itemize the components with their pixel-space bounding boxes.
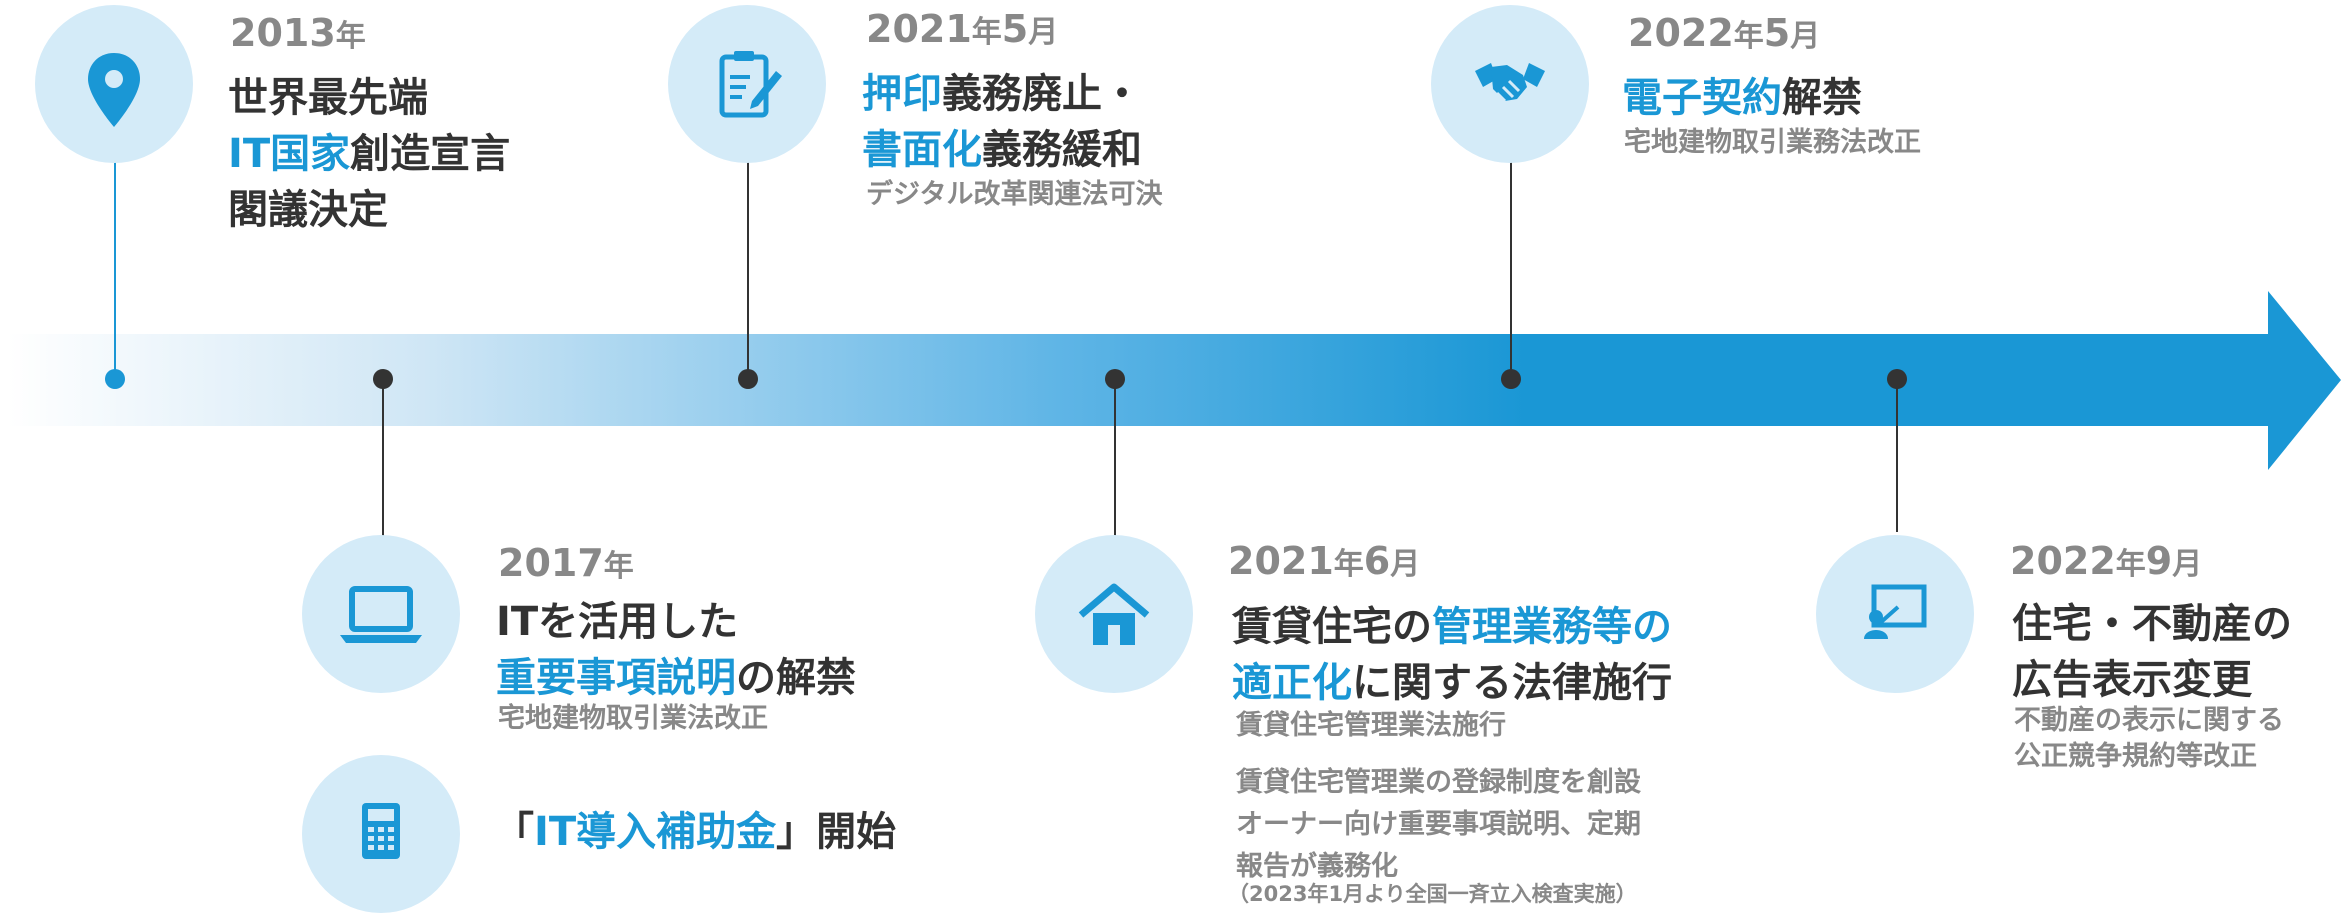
title-line: ITを活用した <box>496 594 856 650</box>
event-2021-5-date: 2021年5月 <box>866 7 1059 51</box>
title-text: 解禁 <box>1782 75 1862 121</box>
event-2022-9-sub-2: 公正競争規約等改正 <box>2014 741 2257 772</box>
house-icon <box>1035 535 1193 693</box>
title-text: 世界最先端 <box>228 75 428 121</box>
title-line: 重要事項説明の解禁 <box>496 650 856 706</box>
event-2021-5-sub: デジタル改革関連法可決 <box>866 179 1163 210</box>
title-line: 「IT導入補助金」開始 <box>494 804 896 860</box>
timeline-dot-2021-6 <box>1105 369 1125 389</box>
title-line: 書面化義務緩和 <box>862 122 1142 178</box>
event-2022-9-title: 住宅・不動産の広告表示変更 <box>2012 596 2292 708</box>
event-2022-5-sub: 宅地建物取引業務法改正 <box>1624 127 1921 158</box>
event-2021-5-title: 押印義務廃止・書面化義務緩和 <box>862 66 1142 178</box>
title-text: 閣議決定 <box>228 187 388 233</box>
event-2022-9-date: 2022年9月 <box>2010 539 2203 583</box>
highlight-text: 電子契約 <box>1622 75 1782 121</box>
event-2022-5-date: 2022年5月 <box>1628 11 1821 55</box>
event-2017-date: 2017年 <box>498 541 634 585</box>
title-text: 義務廃止・ <box>942 71 1142 117</box>
stem-2022-5 <box>1510 160 1512 378</box>
title-line: 世界最先端 <box>228 70 510 126</box>
stem-2013 <box>114 160 116 378</box>
event-2021-6-note-small: （2023年1月より全国一斉立入検査実施） <box>1228 882 1637 906</box>
timeline-dot-2013 <box>105 369 125 389</box>
highlight-text: 押印 <box>862 71 942 117</box>
event-it-subsidy-title: 「IT導入補助金」開始 <box>494 804 896 860</box>
event-2021-6-title: 賃貸住宅の管理業務等の適正化に関する法律施行 <box>1232 599 1672 711</box>
event-2021-6-note-3: 報告が義務化 <box>1236 851 1398 882</box>
clipboard-edit-icon <box>668 5 826 163</box>
title-text: に関する法律施行 <box>1352 660 1672 706</box>
title-text: 」開始 <box>776 809 897 855</box>
event-2021-6-sub: 賃貸住宅管理業法施行 <box>1236 710 1506 741</box>
stem-2021-5 <box>747 160 749 378</box>
title-line: 押印義務廃止・ <box>862 66 1142 122</box>
title-text: ITを活用した <box>496 599 739 645</box>
stem-2021-6 <box>1114 380 1116 536</box>
timeline-dot-2017 <box>373 369 393 389</box>
stem-2022-9 <box>1896 380 1898 532</box>
title-line: 電子契約解禁 <box>1622 70 1862 126</box>
highlight-text: 書面化 <box>862 127 982 173</box>
event-2013-title: 世界最先端 IT国家創造宣言閣議決定 <box>228 70 510 238</box>
event-2017-sub: 宅地建物取引業法改正 <box>498 703 768 734</box>
title-line: 適正化に関する法律施行 <box>1232 655 1672 711</box>
title-line: 住宅・不動産の <box>2012 596 2292 652</box>
event-2021-6-date: 2021年6月 <box>1228 539 1421 583</box>
calculator-icon <box>302 755 460 913</box>
title-text: の解禁 <box>736 655 856 701</box>
event-2022-9-sub-1: 不動産の表示に関する <box>2014 705 2284 736</box>
presentation-icon <box>1816 535 1974 693</box>
title-line: 広告表示変更 <box>2012 652 2292 708</box>
title-text: 義務緩和 <box>982 127 1142 173</box>
title-line: 賃貸住宅の管理業務等の <box>1232 599 1672 655</box>
highlight-text: 管理業務等の <box>1432 604 1672 650</box>
handshake-icon <box>1431 5 1589 163</box>
title-text: 広告表示変更 <box>2012 657 2252 703</box>
timeline-dot-2022-9 <box>1887 369 1907 389</box>
title-text: 賃貸住宅の <box>1232 604 1432 650</box>
title-text: 「 <box>494 809 534 855</box>
event-2013-date: 2013年 <box>230 11 366 55</box>
title-line: 閣議決定 <box>228 182 510 238</box>
title-line: IT国家創造宣言 <box>228 126 510 182</box>
event-2021-6-note-1: 賃貸住宅管理業の登録制度を創設 <box>1236 767 1641 798</box>
title-text: 創造宣言 <box>350 131 511 177</box>
timeline-dot-2022-5 <box>1501 369 1521 389</box>
highlight-text: 重要事項説明 <box>496 655 736 701</box>
stem-2017 <box>382 380 384 540</box>
highlight-text: 適正化 <box>1232 660 1352 706</box>
event-2022-5-title: 電子契約解禁 <box>1622 70 1862 126</box>
event-2021-6-note-2: オーナー向け重要事項説明、定期 <box>1236 809 1641 840</box>
location-pin-icon <box>35 5 193 163</box>
highlight-text: IT導入補助金 <box>534 809 777 855</box>
event-2017-title: ITを活用した重要事項説明の解禁 <box>496 594 856 706</box>
laptop-icon <box>302 535 460 693</box>
timeline-dot-2021-5 <box>738 369 758 389</box>
highlight-text: IT国家 <box>228 131 351 177</box>
title-text: 住宅・不動産の <box>2012 601 2292 647</box>
